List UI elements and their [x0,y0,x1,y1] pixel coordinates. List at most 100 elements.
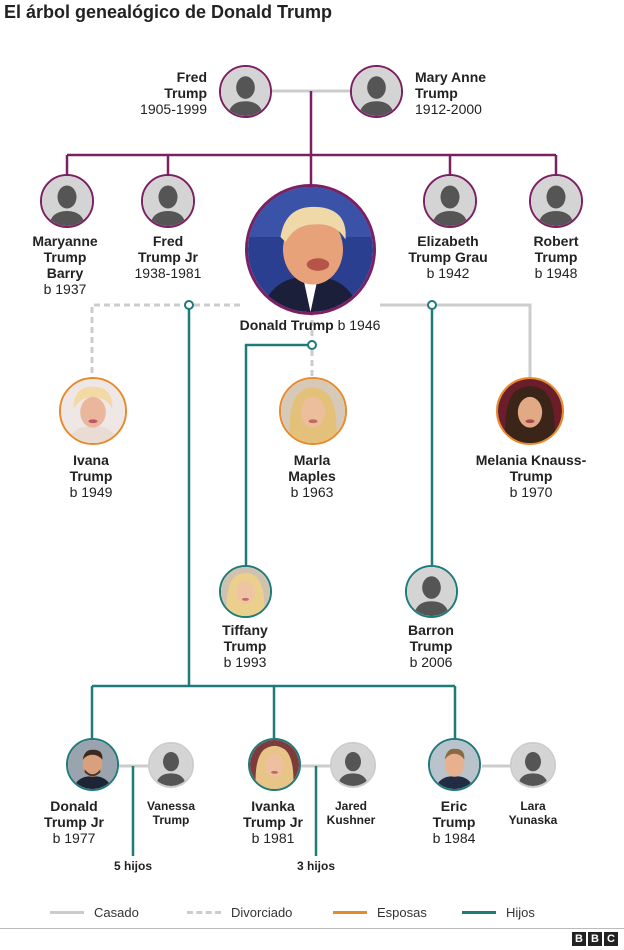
label-barron-trump: Barron Trump b 2006 [401,622,461,670]
label-elizabeth-trump-grau: Elizabeth Trump Grau b 1942 [398,233,498,281]
name-robert-trump: Robert Trump [533,233,579,265]
label-tiffany-trump: Tiffany Trump b 1993 [215,622,275,670]
legend-spouse-label: Esposas [377,905,427,920]
name-melania-knauss-trump: Melania Knauss-Trump [475,452,587,484]
union-dot-melania [427,300,437,310]
person-placeholder-icon [42,176,92,226]
bbc-logo-letter-b1: B [572,932,586,946]
name-ivana-trump: Ivana Trump [69,452,113,484]
name-eric-trump: Eric Trump [432,798,476,830]
label-jared-kushner: Jared Kushner [321,799,381,827]
legend-children-swatch [462,911,496,914]
photo-donald-trump-jr [66,738,119,791]
legend-children: Hijos [462,905,535,920]
dates-eric-trump: b 1984 [432,830,476,846]
name-elizabeth-trump-grau: Elizabeth Trump Grau [408,233,488,265]
photo-eric-trump [428,738,481,791]
name-vanessa-trump: Vanessa Trump [146,799,196,827]
donald-trump-portrait-icon [248,187,373,312]
name-mary-anne-trump: Mary Anne Trump [415,69,487,101]
dates-mary-anne-trump: 1912-2000 [415,101,482,117]
person-placeholder-icon [221,67,270,116]
label-donald-trump: Donald Trump b 1946 [240,317,381,333]
name-ivanka-trump-jr: Ivanka Trump Jr [243,798,303,830]
name-maryanne-trump-barry: Maryanne Trump Barry [32,233,98,281]
name-fred-trump-jr: Fred Trump Jr [138,233,198,265]
dates-tiffany-trump: b 1993 [223,654,267,670]
avatar-jared-kushner [330,742,376,788]
label-melania-knauss-trump: Melania Knauss-Trump b 1970 [471,452,591,500]
legend-divorced-label: Divorciado [231,905,293,920]
line-donald-ivana-divorced [90,303,240,378]
label-fred-trump: Fred Trump 1905-1999 [140,69,207,117]
grandchildren-count-ivanka: 3 hijos [296,859,336,873]
footer-divider [0,928,624,929]
photo-ivana-trump [59,377,127,445]
legend-divorced: Divorciado [187,905,292,920]
label-maryanne-trump-barry: Maryanne Trump Barry b 1937 [24,233,106,297]
union-dot-marla [307,340,317,350]
label-lara-yunaska: Lara Yunaska [498,799,568,827]
label-vanessa-trump: Vanessa Trump [140,799,202,827]
legend-divorced-swatch [187,911,221,914]
person-placeholder-icon [150,744,192,786]
photo-tiffany-trump [219,565,272,618]
bbc-logo-letter-b2: B [588,932,602,946]
legend-married-swatch [50,911,84,914]
bbc-logo-letter-c: C [604,932,618,946]
photo-melania-knauss-trump [496,377,564,445]
person-placeholder-icon [332,744,374,786]
tiffany-trump-portrait-icon [221,567,270,616]
label-eric-trump: Eric Trump b 1984 [429,798,479,846]
label-robert-trump: Robert Trump b 1948 [525,233,587,281]
name-fred-trump: Fred Trump [164,69,207,101]
avatar-mary-anne-trump [350,65,403,118]
avatar-elizabeth-trump-grau [423,174,477,228]
person-placeholder-icon [143,176,193,226]
eric-trump-portrait-icon [430,740,479,789]
dates-donald-trump-jr: b 1977 [52,830,96,846]
line-donald-melania-married [380,303,532,378]
person-placeholder-icon [512,744,554,786]
photo-marla-maples [279,377,347,445]
legend-married: Casado [50,905,139,920]
photo-ivanka-trump [248,738,301,791]
avatar-maryanne-trump-barry [40,174,94,228]
name-donald-trump: Donald Trump [239,317,334,333]
avatar-robert-trump [529,174,583,228]
label-mary-anne-trump: Mary Anne Trump 1912-2000 [415,69,505,117]
dates-ivanka-trump-jr: b 1981 [251,830,295,846]
union-dot-ivana [184,300,194,310]
marla-maples-portrait-icon [281,379,345,443]
avatar-fred-trump [219,65,272,118]
avatar-lara-yunaska [510,742,556,788]
name-barron-trump: Barron Trump [408,622,454,654]
person-placeholder-icon [407,567,456,616]
label-fred-trump-jr: Fred Trump Jr 1938-1981 [131,233,206,281]
dates-fred-trump: 1905-1999 [140,101,207,117]
legend-spouse: Esposas [333,905,427,920]
line-marla-tiffany [244,343,312,565]
page-title: El árbol genealógico de Donald Trump [4,2,333,22]
label-marla-maples: Marla Maples b 1963 [282,452,342,500]
name-lara-yunaska: Lara Yunaska [508,799,558,827]
dates-barron-trump: b 2006 [409,654,453,670]
name-tiffany-trump: Tiffany Trump [222,622,268,654]
avatar-fred-trump-jr [141,174,195,228]
person-placeholder-icon [425,176,475,226]
dates-elizabeth-trump-grau: b 1942 [426,265,470,281]
legend-children-label: Hijos [506,905,535,920]
dates-robert-trump: b 1948 [534,265,578,281]
name-marla-maples: Marla Maples [288,452,336,484]
donald-trump-jr-portrait-icon [68,740,117,789]
dates-ivana-trump: b 1949 [69,484,113,500]
ivanka-trump-portrait-icon [250,740,299,789]
legend-spouse-swatch [333,911,367,914]
photo-donald-trump [245,184,376,315]
dates-fred-trump-jr: 1938-1981 [134,265,202,281]
label-donald-trump-jr: Donald Trump Jr b 1977 [38,798,110,846]
ivana-trump-portrait-icon [61,379,125,443]
legend-married-label: Casado [94,905,139,920]
name-jared-kushner: Jared Kushner [326,799,376,827]
